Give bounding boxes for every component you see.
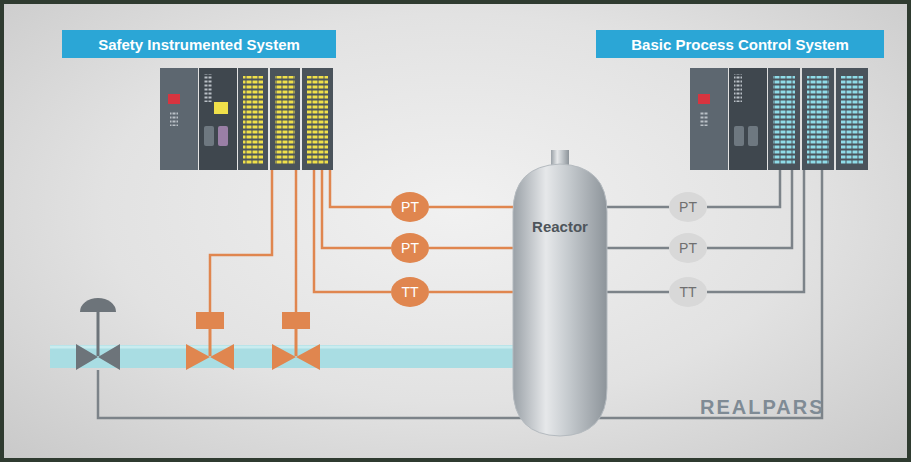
node-label: Reactor — [532, 218, 588, 235]
signal-wire — [429, 291, 513, 294]
sis-transmitter: PT — [391, 233, 429, 263]
node-label: PT — [401, 199, 419, 215]
node-label: PT — [401, 240, 419, 256]
bpcs-transmitter: PT — [669, 192, 707, 222]
control-valve — [76, 298, 120, 370]
signal-wire — [607, 247, 669, 250]
watermark-text: REALPARS — [700, 396, 825, 419]
system-title-bar: Basic Process Control System — [596, 30, 884, 58]
sis-transmitter: TT — [391, 277, 429, 307]
reactor-outline — [512, 150, 608, 438]
signal-wire — [429, 206, 513, 209]
sis-wiring — [210, 170, 391, 312]
node-label: TT — [401, 284, 418, 300]
bpcs-wiring — [98, 170, 822, 418]
bpcs-plc-rack — [690, 68, 868, 170]
signal-wire — [607, 291, 669, 294]
sis-plc-rack — [160, 68, 333, 170]
sis-transmitter: PT — [391, 192, 429, 222]
bpcs-transmitter: TT — [669, 277, 707, 307]
node-label: PT — [679, 199, 697, 215]
reactor-vessel: Reactor — [512, 150, 608, 438]
signal-wire — [429, 247, 513, 250]
shutdown-valve — [186, 312, 320, 370]
system-title-bar: Safety Instrumented System — [62, 30, 336, 58]
node-label: Safety Instrumented System — [98, 36, 300, 53]
node-label: PT — [679, 240, 697, 256]
bpcs-transmitter: PT — [669, 233, 707, 263]
node-label: Basic Process Control System — [631, 36, 849, 53]
node-label: TT — [679, 284, 696, 300]
signal-wire — [607, 206, 669, 209]
